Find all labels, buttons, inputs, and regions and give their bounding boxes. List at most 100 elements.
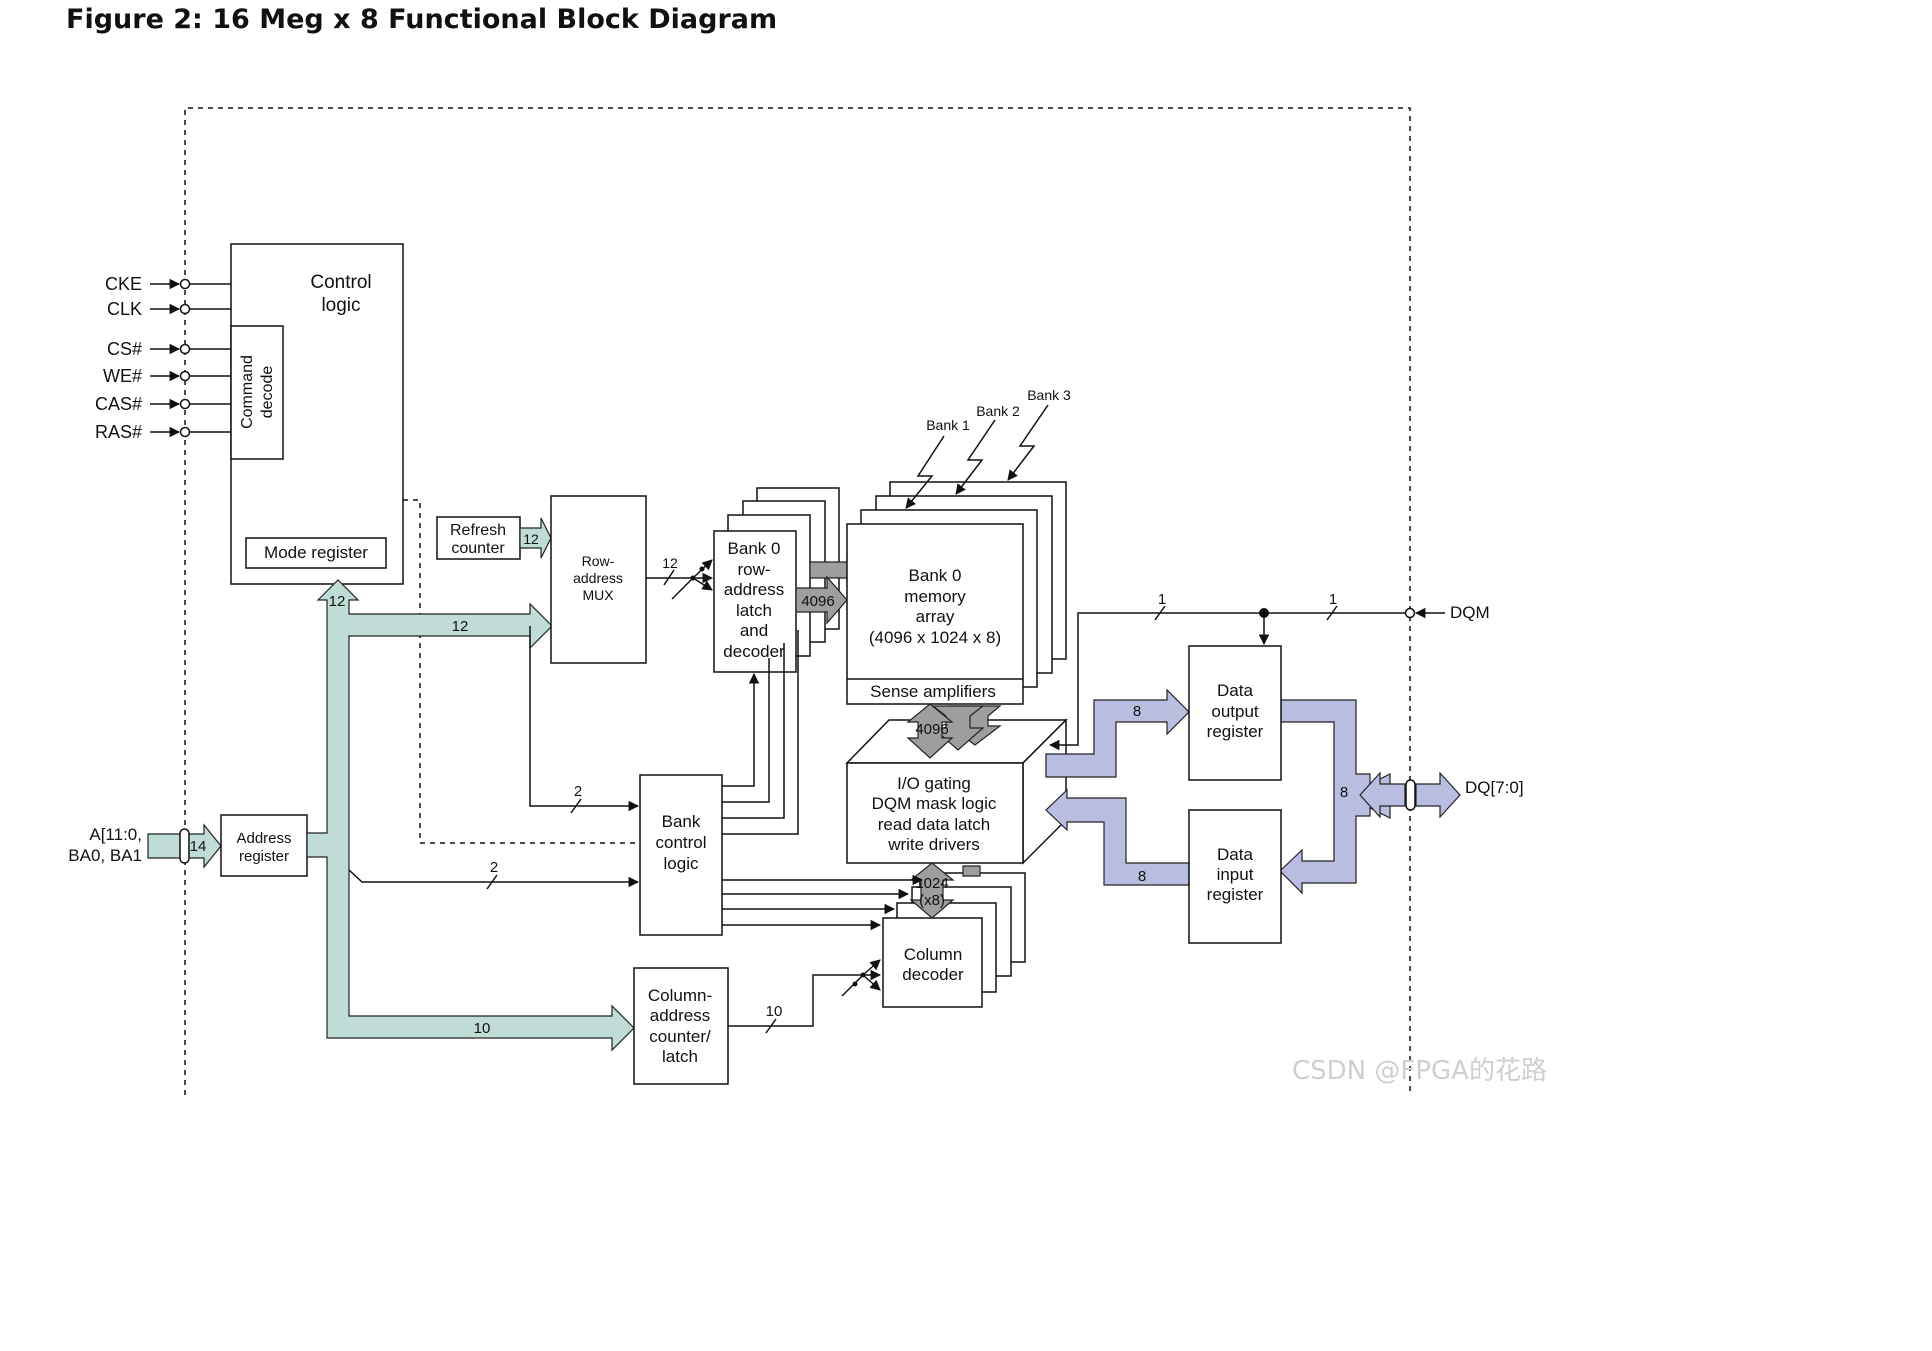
io-label-1: I/O gating (897, 774, 971, 793)
data-output-label-3: register (1207, 722, 1264, 741)
data-output-label-1: Data (1217, 681, 1253, 700)
bank-control-label-3: logic (664, 854, 699, 873)
memory-array-label-3: array (916, 607, 955, 626)
io-label-2: DQM mask logic (872, 794, 997, 813)
data-input-label-3: register (1207, 885, 1264, 904)
bus-bank-sel1-width: 2 (574, 783, 582, 800)
refresh-counter-label: Refresh (450, 522, 506, 539)
dq-io-arrow-left (1359, 771, 1406, 819)
control-to-bank-dashed (403, 499, 640, 844)
data-output-register-block (1188, 645, 1282, 781)
row-mux-label-3: MUX (582, 587, 614, 603)
pin-clk-label: CLK (107, 299, 142, 319)
pin-address-label: A[11:0, (89, 825, 142, 844)
column-decoder-block (882, 917, 983, 1008)
col-counter-label-4: latch (662, 1047, 698, 1066)
command-decode-label: Command (239, 355, 256, 429)
figure-title: Figure 2: 16 Meg x 8 Functional Block Di… (66, 4, 778, 35)
pin-dqm-label: DQM (1450, 603, 1490, 622)
bus-read-width: 8 (1133, 703, 1141, 720)
command-decode-block (230, 325, 284, 460)
data-input-register-block (1188, 809, 1282, 944)
dq-io-arrow-right (1415, 771, 1461, 819)
io-label-4: write drivers (887, 835, 980, 854)
column-decoder-label-1: Column (904, 945, 963, 964)
pin-we-label: WE# (103, 366, 142, 386)
bank-1-label: Bank 1 (926, 417, 970, 433)
dq-pin-marker (1405, 779, 1416, 811)
row-mux-label: Row- (582, 553, 615, 569)
address-register-label: Address (236, 830, 291, 847)
col-counter-label-1: Column- (648, 986, 712, 1005)
bus-refresh-width: 12 (523, 531, 539, 547)
pin-ras-label: RAS# (95, 422, 142, 442)
address-register-label-2: register (239, 848, 289, 865)
bus-to-mux-width: 12 (452, 618, 469, 635)
bank-2-label: Bank 2 (976, 403, 1020, 419)
control-pins: CKE CLK CS# WE# CAS# RAS# (95, 274, 231, 442)
bus-sense-width: 4096 (915, 721, 948, 738)
memory-array-label-4: (4096 x 1024 x 8) (869, 628, 1001, 647)
watermark: CSDN @FPGA的花路 (1292, 1056, 1547, 1086)
control-logic-title: Control (310, 272, 371, 293)
bus-addr-in-width: 14 (190, 838, 207, 855)
memory-array-block (846, 523, 1024, 705)
pin-cs-label: CS# (107, 339, 142, 359)
mode-register-label: Mode register (264, 543, 368, 562)
memory-array-label-1: Bank 0 (909, 566, 962, 585)
bus-to-control-width: 12 (329, 593, 346, 610)
sense-gray-bus (906, 703, 954, 759)
row-decoder-label-3: address (724, 580, 784, 599)
read-purple-bus (1045, 688, 1190, 778)
bus-bank-sel2-width: 2 (490, 859, 498, 876)
pin-dq-label: DQ[7:0] (1465, 778, 1524, 797)
refresh-bus (519, 517, 552, 559)
pin-cke-label: CKE (105, 274, 142, 294)
row-decoder-label-5: and (740, 621, 768, 640)
io-label-3: read data latch (878, 815, 990, 834)
bus-dqm2-width: 1 (1329, 591, 1337, 608)
bus-mux-out-width: 12 (662, 555, 678, 571)
row-decoder-label-6: decoder (723, 642, 785, 661)
bus-col-width-1: 1024 (915, 875, 948, 892)
command-decode-label-2: decode (259, 366, 276, 419)
bus-dqm1-width: 1 (1158, 591, 1166, 608)
refresh-counter-label-2: counter (451, 540, 505, 557)
bus-col-width-2: (x8) (919, 892, 945, 909)
col-counter-label-2: address (650, 1006, 710, 1025)
write-purple-bus (1045, 788, 1190, 886)
column-decoder-label-2: decoder (902, 965, 964, 984)
io-gating-block (846, 762, 1024, 864)
sense-amplifiers-label: Sense amplifiers (870, 682, 996, 701)
memory-array-label-2: memory (904, 587, 966, 606)
address-pin-marker (179, 828, 190, 864)
bank-control-label-1: Bank (662, 812, 701, 831)
bus-row-width: 4096 (801, 593, 834, 610)
pin-cas-label: CAS# (95, 394, 142, 414)
data-input-label-2: input (1217, 865, 1254, 884)
bus-col-out-width: 10 (766, 1003, 783, 1020)
bank-control-logic-block (639, 774, 723, 936)
pin-address-label-2: BA0, BA1 (68, 846, 142, 865)
bank-control-label-2: control (655, 833, 706, 852)
mode-register-block (245, 537, 387, 569)
row-decoder-label-2: row- (737, 560, 770, 579)
data-output-label-2: output (1211, 702, 1259, 721)
col-counter-label-3: counter/ (649, 1027, 711, 1046)
data-input-label-1: Data (1217, 845, 1253, 864)
dq-purple-bus (1279, 699, 1391, 895)
row-gray-bus (795, 575, 848, 625)
bus-dq-width: 8 (1340, 784, 1348, 801)
control-logic-title-2: logic (321, 295, 360, 316)
column-address-counter-block (633, 967, 729, 1085)
functional-block-diagram: Control logic Command decode Mode regist… (68, 107, 1524, 1095)
row-decoder-block (713, 530, 797, 673)
row-decoder-label-1: Bank 0 (728, 539, 781, 558)
bank-3-label: Bank 3 (1027, 387, 1071, 403)
row-decoder-label-4: latch (736, 601, 772, 620)
row-address-mux-block (550, 495, 647, 664)
bus-write-width: 8 (1138, 868, 1146, 885)
chip-boundary (184, 107, 1411, 1095)
row-mux-label-2: address (573, 570, 623, 586)
bus-col-addr-width: 10 (474, 1020, 491, 1037)
